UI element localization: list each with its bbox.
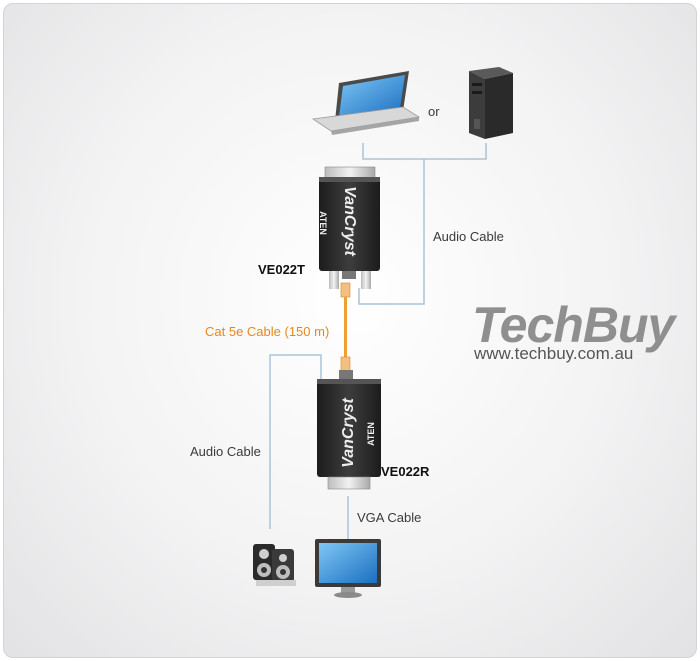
- audio-cable-top-line: [362, 143, 487, 160]
- speakers-icon: [253, 544, 296, 586]
- desktop-tower-icon: [469, 67, 513, 139]
- receiver-label: VE022R: [381, 464, 430, 479]
- audio-cable-top-label: Audio Cable: [433, 229, 504, 244]
- transmitter-brand-text: VanCryst: [341, 186, 358, 256]
- or-label: or: [428, 104, 440, 119]
- receiver-maker-text: ATEN: [365, 422, 376, 446]
- cat5e-cable: [340, 282, 351, 372]
- audio-cable-left-label: Audio Cable: [190, 444, 261, 459]
- receiver-brand-text: VanCryst: [340, 398, 357, 468]
- watermark-url: www.techbuy.com.au: [474, 344, 634, 363]
- vga-cable-label: VGA Cable: [357, 510, 422, 525]
- audio-cable-top-run: [358, 159, 425, 305]
- laptop-icon: [311, 71, 421, 135]
- transmitter-device: [319, 166, 380, 289]
- transmitter-maker-text: ATEN: [317, 211, 328, 235]
- connector-lines: [269, 143, 487, 539]
- receiver-device: [317, 370, 381, 490]
- transmitter-label: VE022T: [258, 262, 305, 277]
- audio-cable-left-line: [269, 354, 322, 529]
- monitor-icon: [315, 539, 381, 598]
- watermark-brand: TechBuy: [472, 297, 675, 353]
- cat5e-cable-label: Cat 5e Cable (150 m): [205, 324, 330, 339]
- diagram-canvas: [253, 67, 513, 598]
- diagram-frame: VanCryst ATEN VanCryst ATEN or Audio Cab…: [3, 3, 697, 658]
